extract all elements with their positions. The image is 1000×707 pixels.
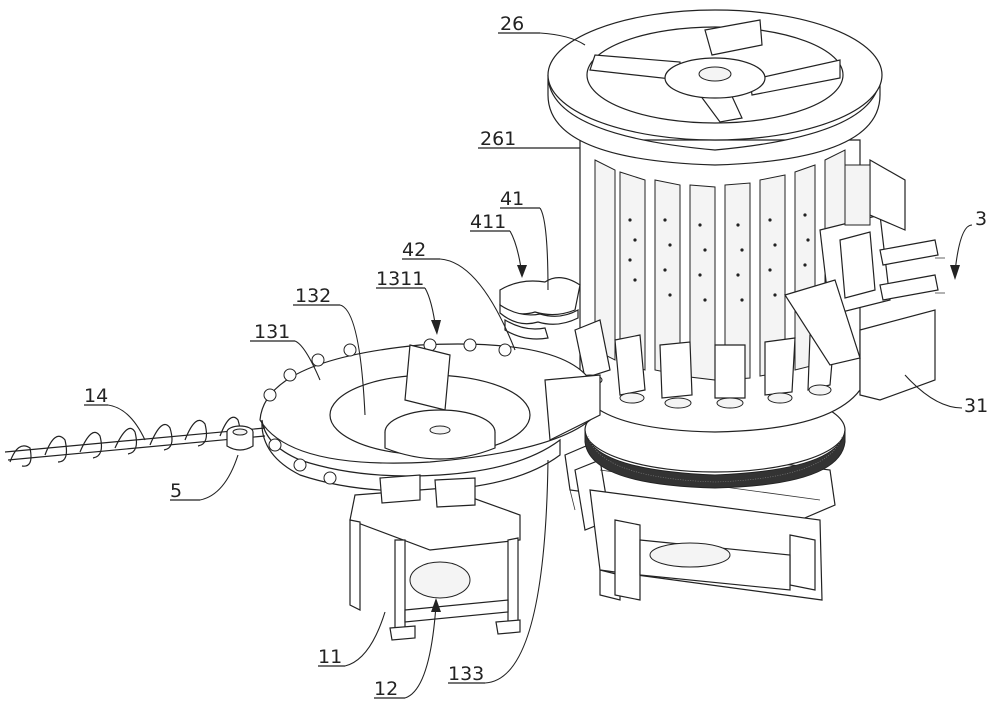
- label-131: 131: [254, 321, 290, 343]
- label-132: 132: [295, 285, 331, 307]
- main-base-frame: [564, 439, 836, 601]
- star-wheel: [499, 277, 581, 340]
- label-3: 3: [975, 208, 987, 230]
- left-base-frame: [349, 474, 521, 641]
- top-wheel: [547, 9, 883, 166]
- label-12: 12: [374, 678, 398, 700]
- screw-conveyor: [4, 416, 266, 467]
- label-1311: 1311: [376, 268, 424, 290]
- ring-part: [226, 425, 254, 451]
- feed-disc: [259, 338, 601, 492]
- side-unit: [784, 158, 945, 401]
- reference-labels: 26 261 41 411 42 1311 132 131 14 5 3: [84, 13, 988, 700]
- disc-notches: [263, 338, 512, 485]
- label-5: 5: [170, 480, 182, 502]
- label-411: 411: [470, 211, 506, 233]
- label-14: 14: [84, 385, 108, 407]
- label-31: 31: [964, 395, 988, 417]
- label-26: 26: [500, 13, 524, 35]
- label-41: 41: [500, 188, 524, 210]
- column-holes: [628, 213, 810, 302]
- label-133: 133: [448, 663, 484, 685]
- label-42: 42: [402, 239, 426, 261]
- label-11: 11: [318, 646, 342, 668]
- label-261: 261: [480, 128, 516, 150]
